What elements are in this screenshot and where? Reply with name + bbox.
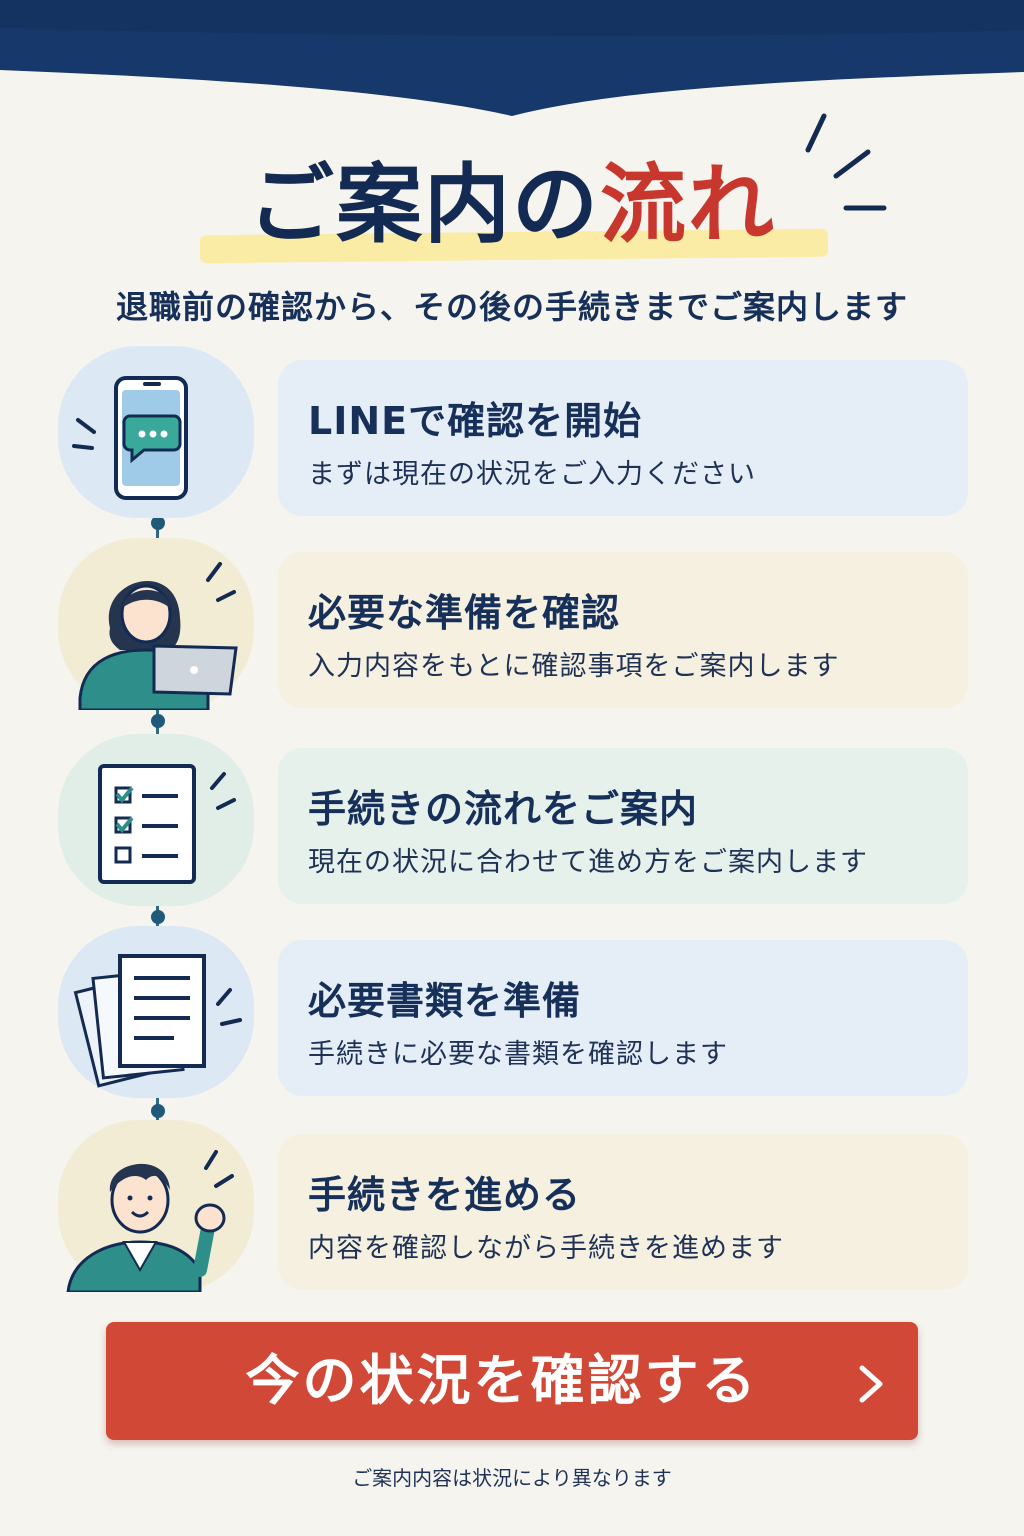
timeline-dot — [151, 910, 165, 924]
chevron-right-icon[interactable] — [850, 1362, 890, 1406]
step-5-card: 手続きを進める 内容を確認しながら手続きを進めます — [278, 1134, 968, 1290]
timeline-dot — [151, 516, 165, 530]
step-4-title: 必要書類を準備 — [308, 979, 582, 1023]
step-2-card: 必要な準備を確認 入力内容をもとに確認事項をご案内します — [278, 552, 968, 708]
checklist-icon — [98, 764, 236, 884]
step-3-card: 手続きの流れをご案内 現在の状況に合わせて進め方をご案内します — [278, 748, 968, 904]
page-title: ご案内の流れ — [0, 150, 1024, 260]
step-1-card: LINEで確認を開始 まずは現在の状況をご入力ください — [278, 360, 968, 516]
step-2-description: 入力内容をもとに確認事項をご案内します — [308, 651, 840, 682]
subtitle: 退職前の確認から、その後の手続きまでご案内します — [115, 288, 908, 326]
step-3-description: 現在の状況に合わせて進め方をご案内します — [308, 847, 868, 878]
step-2-title: 必要な準備を確認 — [308, 591, 621, 635]
woman-with-laptop-icon — [78, 562, 238, 710]
title-part-red: 流れ — [600, 155, 776, 255]
check-status-button-label: 今の状況を確認する — [245, 1349, 759, 1412]
step-5-icon-bg — [58, 1120, 254, 1292]
step-4-description: 手続きに必要な書類を確認します — [308, 1039, 728, 1070]
step-4-icon-bg — [58, 926, 254, 1098]
step-1-description: まずは現在の状況をご入力ください — [308, 459, 756, 490]
step-5-description: 内容を確認しながら手続きを進めます — [308, 1233, 784, 1264]
smartphone-chat-icon — [72, 376, 188, 500]
header-band — [0, 0, 1024, 116]
step-2-icon-bg — [58, 538, 254, 710]
step-4-card: 必要書類を準備 手続きに必要な書類を確認します — [278, 940, 968, 1096]
timeline-dot — [151, 714, 165, 728]
documents-icon — [73, 954, 242, 1088]
sparkle-lines-icon — [805, 113, 887, 211]
title-part-navy: ご案内の — [248, 155, 600, 255]
timeline-dot — [151, 1104, 165, 1118]
step-1-title: LINEで確認を開始 — [308, 399, 643, 443]
footnote: ご案内内容は状況により異なります — [352, 1466, 672, 1490]
step-5-title: 手続きを進める — [308, 1173, 582, 1217]
man-fist-icon — [66, 1150, 234, 1292]
step-3-title: 手続きの流れをご案内 — [308, 787, 699, 831]
step-3-icon-bg — [58, 734, 254, 906]
check-status-button[interactable]: 今の状況を確認する — [106, 1322, 918, 1440]
step-1-icon-bg — [58, 346, 254, 518]
